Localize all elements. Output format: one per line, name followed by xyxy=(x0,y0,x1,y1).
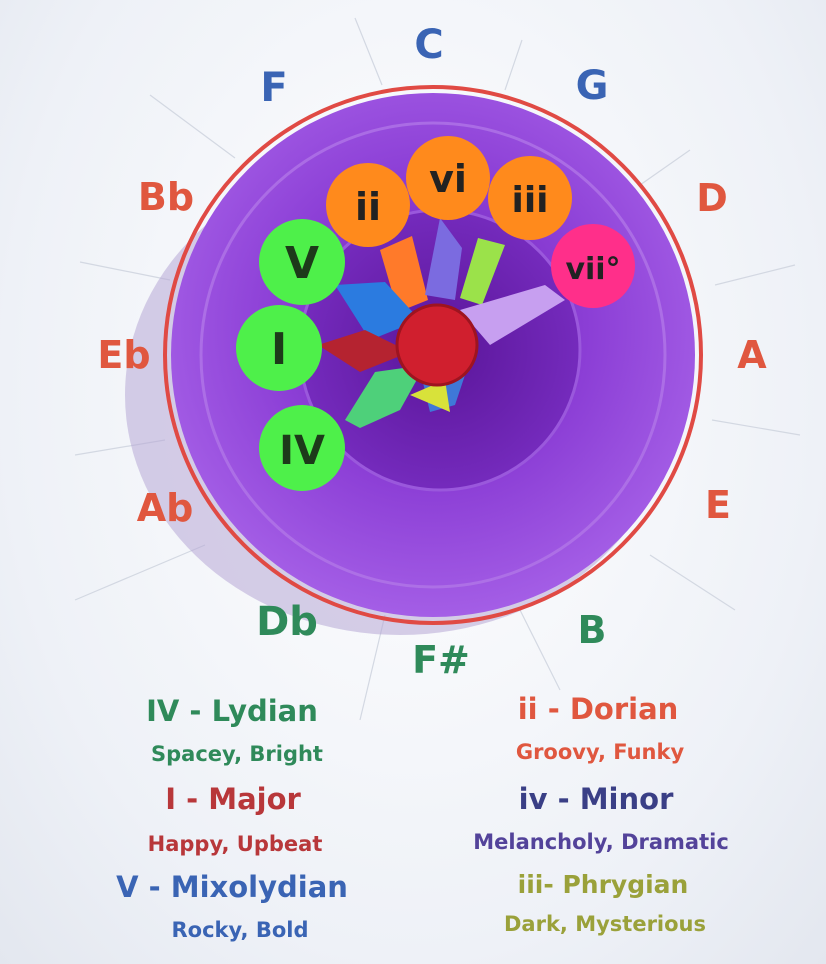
token-label: I xyxy=(271,324,287,375)
token-V: V xyxy=(259,219,345,305)
mode-title-major: I - Major xyxy=(165,782,301,816)
token-IV: IV xyxy=(259,405,345,491)
token-ii: ii xyxy=(326,163,410,247)
mode-title-lydian: IV - Lydian xyxy=(146,694,318,728)
mode-desc-lydian: Spacey, Bright xyxy=(151,742,323,766)
sector-line xyxy=(150,95,235,158)
token-vii-dim: vii° xyxy=(551,224,635,308)
sector-line xyxy=(715,265,795,285)
note-label-A: A xyxy=(737,333,766,377)
sector-line xyxy=(650,555,735,610)
note-label-B: B xyxy=(578,608,607,652)
mode-desc-minor: Melancholy, Dramatic xyxy=(473,830,729,854)
sector-line xyxy=(80,262,170,280)
note-label-D: D xyxy=(696,176,728,220)
sector-line xyxy=(520,610,560,690)
token-label: vi xyxy=(429,157,467,201)
note-label-F: F xyxy=(260,65,287,111)
token-label: ii xyxy=(355,185,381,229)
note-label-G: G xyxy=(576,63,609,109)
sector-line xyxy=(640,150,690,185)
sector-line xyxy=(75,545,205,600)
sector-line xyxy=(712,420,800,435)
note-label-Bb: Bb xyxy=(138,175,194,219)
sector-line xyxy=(355,18,382,85)
note-label-Ab: Ab xyxy=(137,486,194,530)
token-vi: vi xyxy=(406,136,490,220)
mode-title-minor: iv - Minor xyxy=(519,782,674,816)
token-I: I xyxy=(236,305,322,391)
mode-desc-major: Happy, Upbeat xyxy=(148,832,323,856)
note-label-C: C xyxy=(414,22,443,68)
sector-line xyxy=(505,40,522,90)
mode-desc-phrygian: Dark, Mysterious xyxy=(504,912,706,936)
mode-desc-mixolydian: Rocky, Bold xyxy=(171,918,308,942)
note-label-Eb: Eb xyxy=(97,333,150,377)
token-label: vii° xyxy=(565,252,620,287)
mode-title-phrygian: iii- Phrygian xyxy=(518,870,689,899)
mode-title-mixolydian: V - Mixolydian xyxy=(116,870,348,904)
token-label: IV xyxy=(279,428,325,474)
token-label: iii xyxy=(511,180,548,221)
token-label: V xyxy=(285,238,319,289)
note-label-F-sharp: F# xyxy=(412,638,470,682)
note-label-E: E xyxy=(705,483,731,527)
mode-title-dorian: ii - Dorian xyxy=(518,692,679,726)
center-pin xyxy=(397,305,477,385)
token-iii: iii xyxy=(488,156,572,240)
note-label-Db: Db xyxy=(256,599,318,645)
mode-desc-dorian: Groovy, Funky xyxy=(516,740,684,764)
